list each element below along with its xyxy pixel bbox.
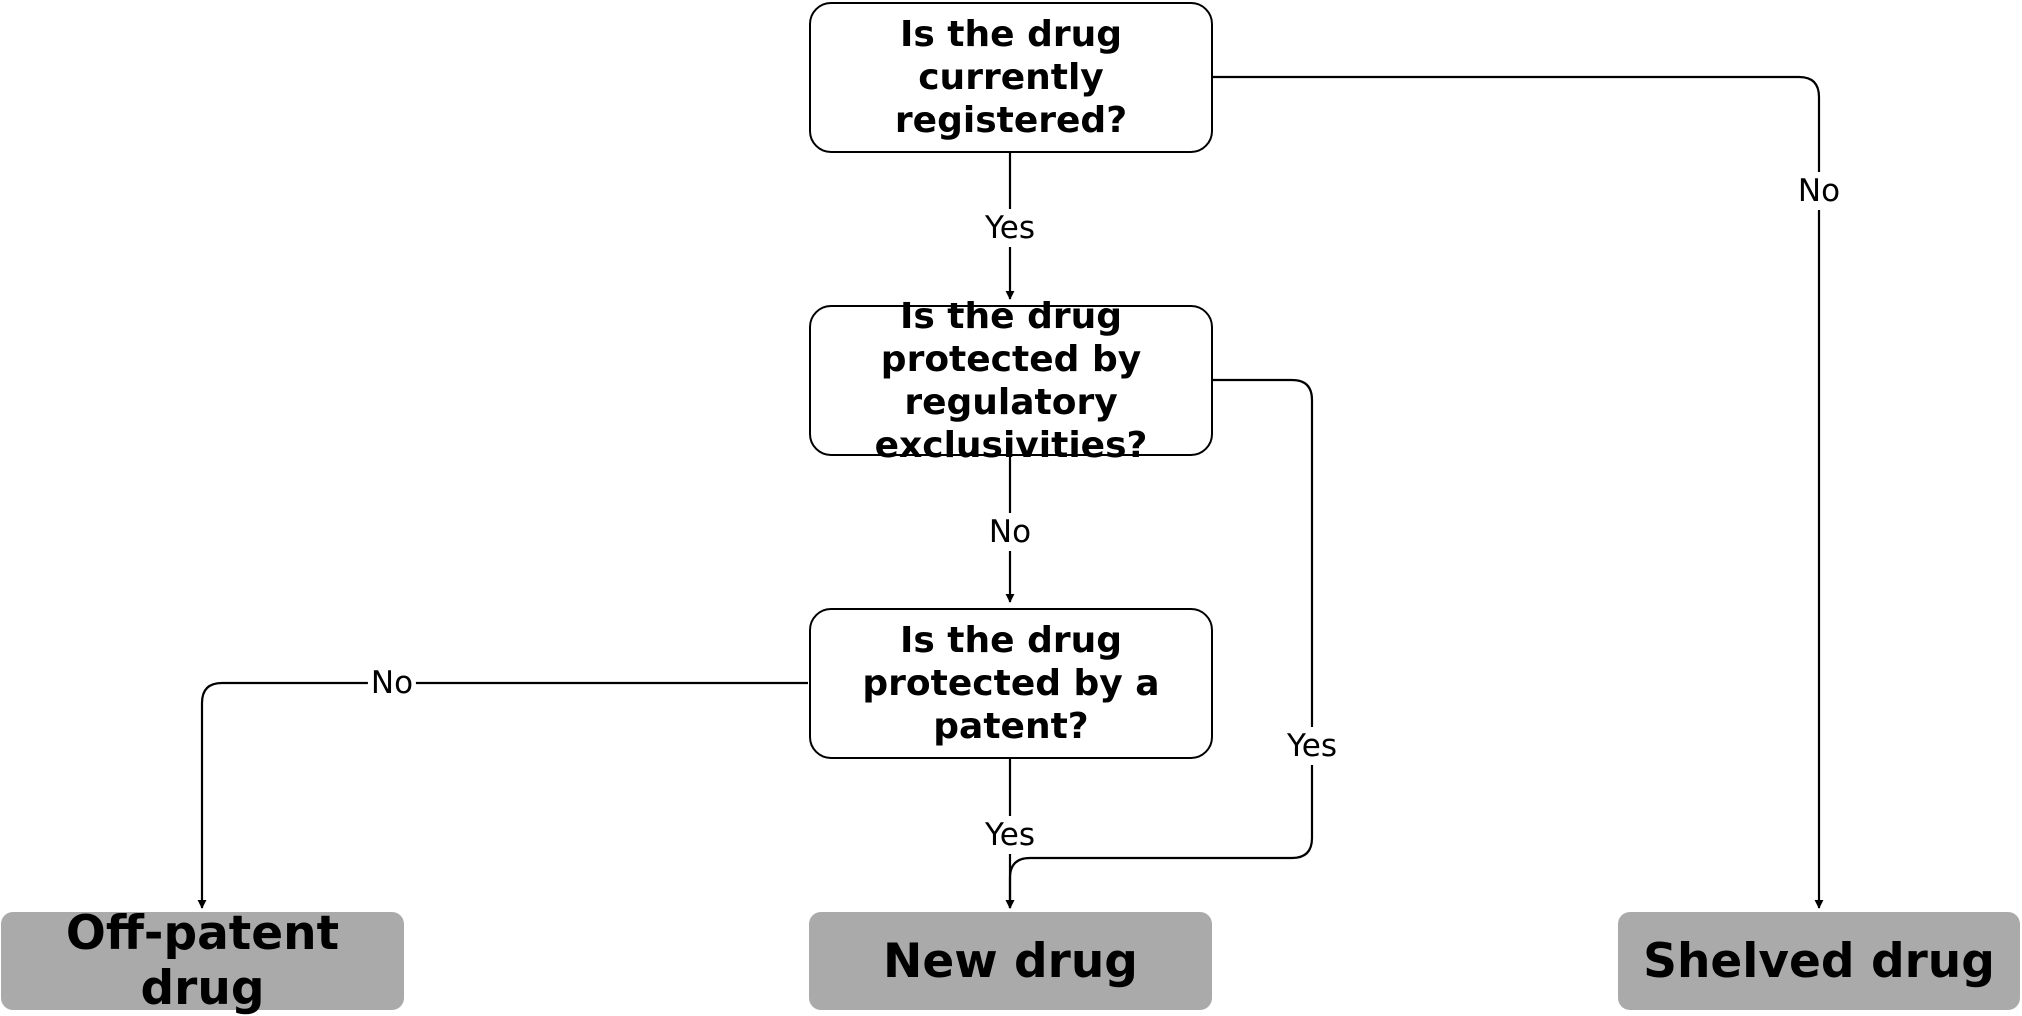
outcome-shelved-text: Shelved drug [1643, 933, 1995, 989]
decision-registered: Is the drug currently registered? [809, 2, 1213, 153]
decision-patent: Is the drug protected by a patent? [809, 608, 1213, 759]
outcome-new-drug: New drug [809, 912, 1212, 1010]
outcome-off-patent-text: Off-patent drug [65, 906, 340, 1016]
edge-registered-no [1212, 75, 1824, 909]
edge-label-registered-no: No [1794, 172, 1844, 210]
decision-patent-text: Is the drug protected by a patent? [862, 620, 1160, 747]
edge-label-exclusivities-yes: Yes [1283, 727, 1341, 765]
edge-exclusivities-yes [1005, 378, 1314, 909]
edge-label-exclusivities-no: No [985, 513, 1035, 551]
outcome-new-drug-text: New drug [883, 933, 1138, 989]
outcome-off-patent-drug: Off-patent drug [1, 906, 404, 1016]
edge-label-registered-yes: Yes [981, 209, 1039, 247]
decision-registered-text: Is the drug currently registered? [894, 14, 1128, 141]
outcome-shelved-drug: Shelved drug [1618, 912, 2020, 1010]
edge-label-patent-yes: Yes [981, 816, 1039, 854]
decision-exclusivities-text: Is the drug protected by regulatory excl… [874, 295, 1148, 466]
edge-patent-no [197, 681, 808, 909]
decision-regulatory-exclusivities: Is the drug protected by regulatory excl… [809, 296, 1213, 466]
edge-label-patent-no: No [367, 664, 417, 702]
